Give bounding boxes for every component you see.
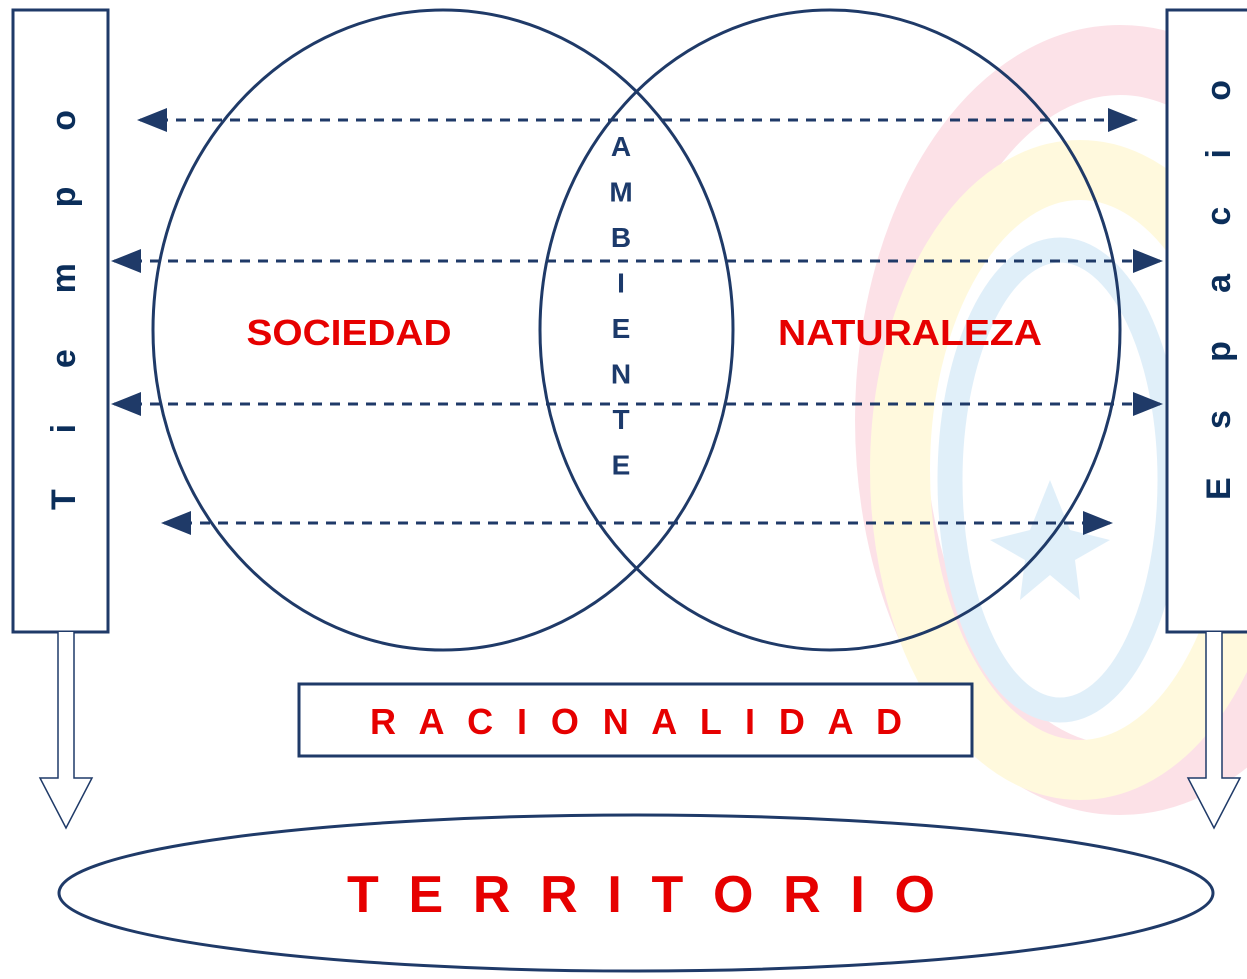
environment-letter: A (611, 131, 631, 162)
environment-letter: I (617, 268, 625, 299)
space-bar: E s p a c i o (1165, 8, 1247, 634)
space-label: E s p a c i o (1200, 80, 1238, 500)
environment-letter: T (612, 404, 629, 435)
environment-letter: E (612, 313, 631, 344)
environment-letter: E (612, 450, 631, 481)
time-down-arrow (38, 632, 94, 830)
environment-letter: M (609, 177, 632, 208)
rationality-box: R A C I O N A L I D A D (297, 682, 974, 758)
environment-letter: N (611, 359, 631, 390)
nature-label: NATURALEZA (778, 312, 1042, 353)
nature-circle (538, 8, 1122, 652)
space-down-arrow (1186, 632, 1242, 830)
time-bar: T i e m p o (11, 8, 110, 634)
society-circle (151, 8, 735, 652)
society-label: SOCIEDAD (247, 312, 452, 353)
dashed-arrows (111, 108, 1163, 535)
territory-ellipse: T E R R I T O R I O (57, 813, 1215, 973)
environment-letter: B (611, 222, 631, 253)
rationality-label: R A C I O N A L I D A D (370, 701, 902, 742)
